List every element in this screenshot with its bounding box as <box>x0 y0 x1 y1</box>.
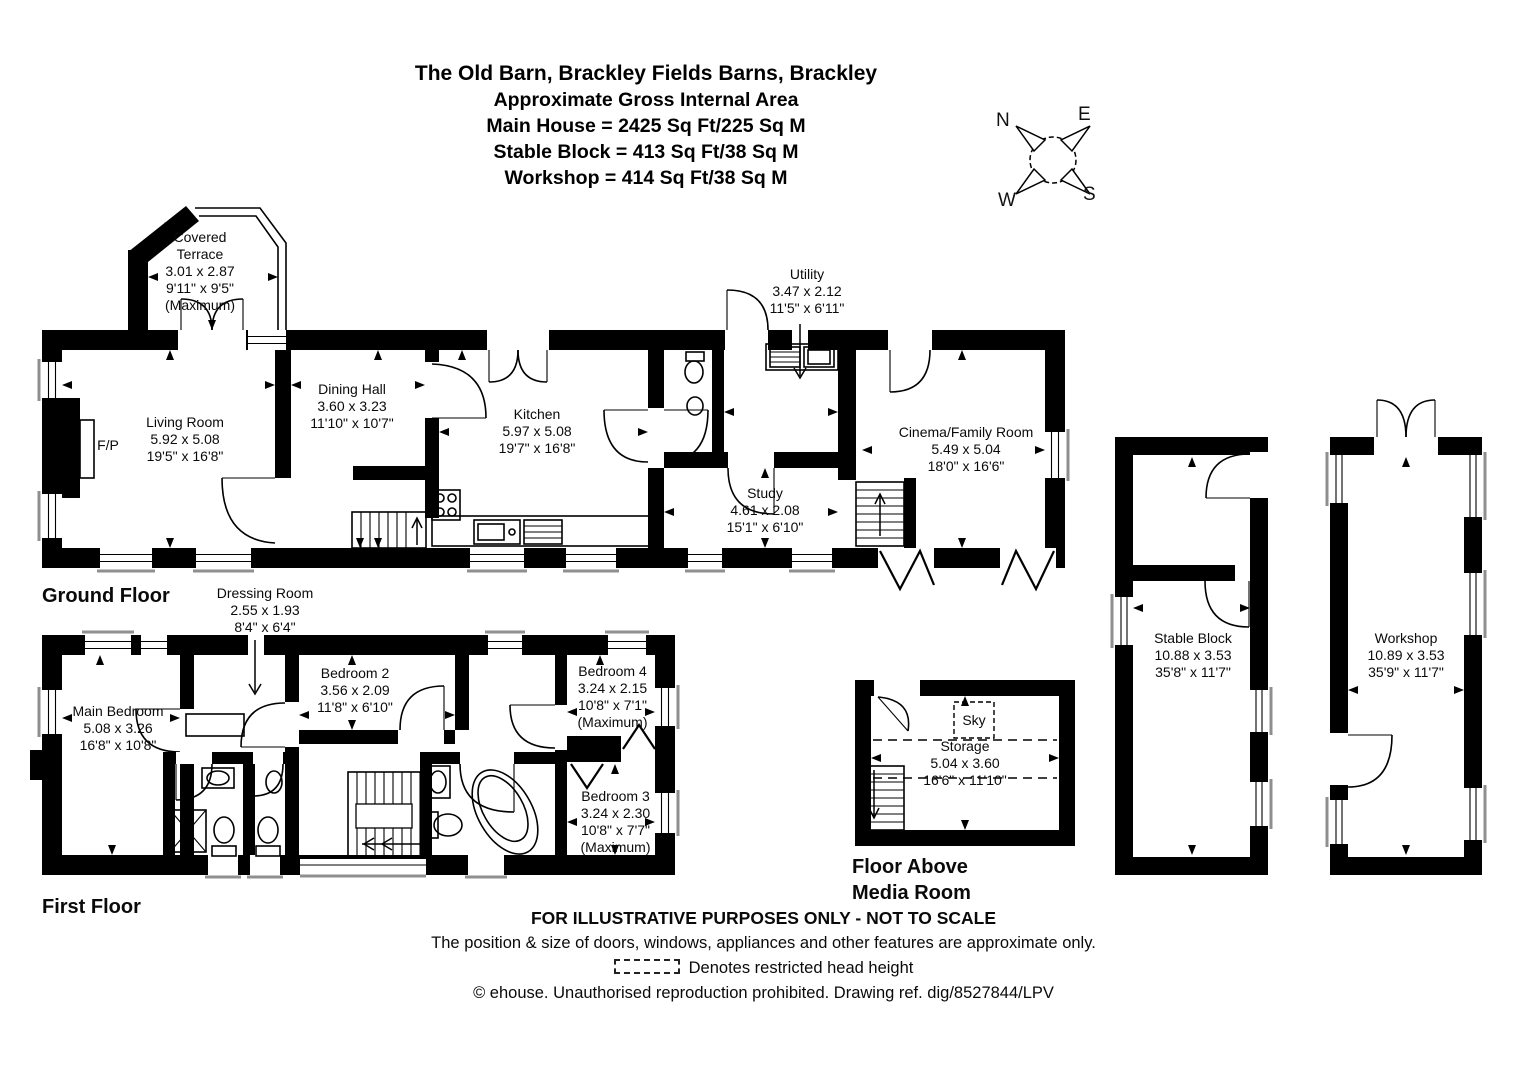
disclaimer-scale: FOR ILLUSTRATIVE PURPOSES ONLY - NOT TO … <box>530 908 997 928</box>
fireplace-label: F/P <box>97 437 119 453</box>
media-stairs-icon <box>863 765 905 831</box>
property-address: The Old Barn, Brackley Fields Barns, Bra… <box>414 62 878 85</box>
dimension-arrows <box>62 222 1045 548</box>
compass-east-label: E <box>1078 104 1091 125</box>
first-floor-label: First Floor <box>42 896 141 918</box>
area-stable-block: Stable Block = 413 Sq Ft/38 Sq M <box>493 141 799 163</box>
windows <box>37 330 1070 592</box>
toilet-icon <box>257 816 279 844</box>
kitchen-fixtures <box>431 489 655 547</box>
compass-south-label: S <box>1083 184 1096 205</box>
basin-icon <box>265 770 283 794</box>
doors <box>178 289 932 544</box>
compass-rose <box>1015 125 1091 195</box>
utility-fixtures <box>684 343 839 416</box>
shower-icon <box>169 809 207 853</box>
room-label-utility: Utility 3.47 x 2.12 11'5" x 6'11" <box>769 266 845 316</box>
room-label-bedroom-2: Bedroom 2 3.56 x 2.09 11'8" x 6'10" <box>317 665 393 715</box>
area-workshop: Workshop = 414 Sq Ft/38 Sq M <box>504 167 788 189</box>
room-label-dining-hall: Dining Hall 3.60 x 3.23 11'10" x 10'7" <box>310 381 394 431</box>
doors <box>135 685 556 813</box>
bathroom-fixtures <box>169 765 539 857</box>
room-label-workshop: Workshop 10.89 x 3.53 35'9" x 11'7" <box>1367 630 1445 680</box>
room-label-dressing-room: Dressing Room 2.55 x 1.93 8'4" x 6'4" <box>216 585 314 635</box>
title-subtitle: Approximate Gross Internal Area <box>493 89 799 111</box>
basin-icon <box>425 765 451 799</box>
room-label-bedroom-4: Bedroom 4 3.24 x 2.15 10'8" x 7'1" (Maxi… <box>577 663 648 730</box>
dressing-wardrobe-icon <box>185 713 245 737</box>
windows <box>37 630 680 879</box>
dimension-arrows <box>871 696 1059 830</box>
room-label-cinema-family-room: Cinema/Family Room 5.49 x 5.04 18'0" x 1… <box>898 424 1034 474</box>
media-room-plan <box>855 680 1075 846</box>
room-label-covered-terrace: Covered Terrace 3.01 x 2.87 9'11" x 9'5"… <box>165 229 235 313</box>
study-stairs-icon <box>855 481 905 547</box>
skylight-label: Sky <box>962 712 986 728</box>
first-floor-plan <box>30 630 680 879</box>
legend-line: Denotes restricted head height <box>0 956 1527 981</box>
room-label-main-bedroom: Main Bedroom 5.08 x 3.26 16'8" x 10'8" <box>72 703 164 753</box>
restricted-head-height-swatch <box>613 959 680 974</box>
ground-floor-label: Ground Floor <box>42 585 170 607</box>
fireplace-icon <box>79 419 95 479</box>
room-label-kitchen: Kitchen 5.97 x 5.08 19'7" x 16'8" <box>498 406 576 456</box>
first-floor-stairs-icon <box>347 771 429 857</box>
area-main-house: Main House = 2425 Sq Ft/225 Sq M <box>486 115 806 137</box>
workshop-plan <box>1325 399 1487 875</box>
floor-above-label: Floor Above Media Room <box>852 856 971 904</box>
dimension-arrows <box>62 640 655 855</box>
basin-icon <box>686 396 704 416</box>
room-label-study: Study 4.61 x 2.08 15'1" x 6'10" <box>726 485 804 535</box>
footer-block: FOR ILLUSTRATIVE PURPOSES ONLY - NOT TO … <box>0 906 1527 1006</box>
disclaimer-approximate: The position & size of doors, windows, a… <box>431 934 1096 952</box>
room-label-bedroom-3: Bedroom 3 3.24 x 2.30 10'8" x 7'7" (Maxi… <box>580 788 651 855</box>
stable-block-plan <box>1110 437 1273 875</box>
dimension-arrows <box>1133 457 1250 855</box>
toilet-icon <box>684 360 704 384</box>
room-label-stable-block: Stable Block 10.88 x 3.53 35'8" x 11'7" <box>1154 630 1232 680</box>
hob-icon <box>431 489 461 521</box>
dimension-arrows <box>1348 457 1464 855</box>
legend-text: Denotes restricted head height <box>688 959 914 977</box>
toilet-icon <box>425 811 439 839</box>
basin-icon <box>201 767 235 789</box>
compass-north-label: N <box>996 110 1010 131</box>
bathtub-icon <box>471 769 539 855</box>
sink-icon <box>473 519 521 545</box>
sink-icon <box>803 346 835 368</box>
toilet-icon <box>213 816 235 844</box>
skylight-box <box>953 701 995 739</box>
copyright-line: © ehouse. Unauthorised reproduction proh… <box>473 984 1054 1002</box>
compass-west-label: W <box>998 190 1016 211</box>
room-label-storage: Storage 5.04 x 3.60 16'6" x 11'10" <box>923 738 1007 788</box>
title-block: The Old Barn, Brackley Fields Barns, Bra… <box>246 60 1046 191</box>
ground-floor-plan <box>37 206 1070 592</box>
ground-stairs-icon <box>351 511 427 549</box>
room-label-living-room: Living Room 5.92 x 5.08 19'5" x 16'8" <box>146 414 224 464</box>
